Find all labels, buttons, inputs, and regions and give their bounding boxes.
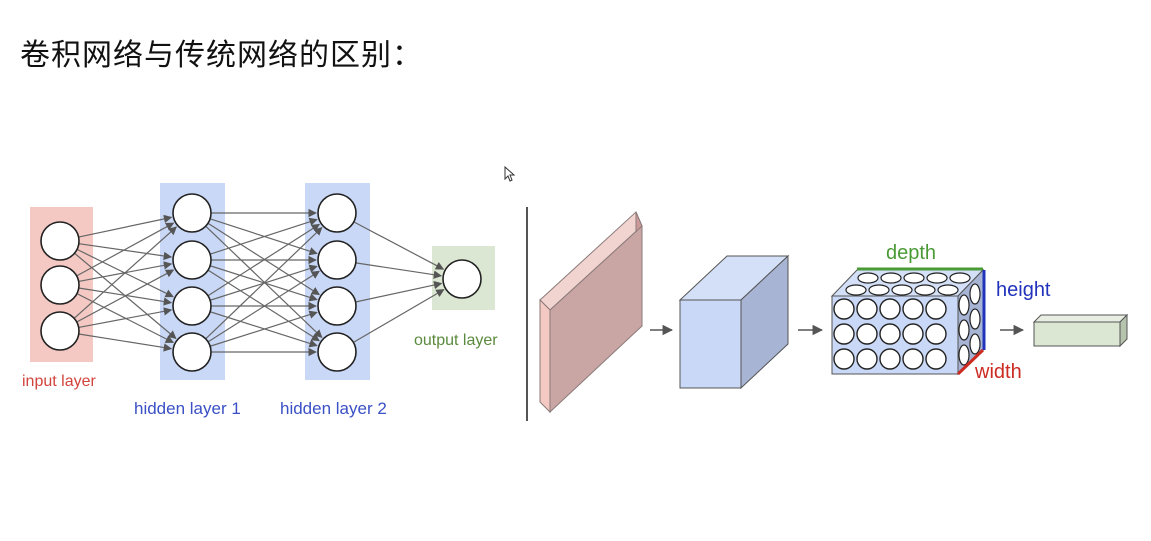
volume-neuron <box>925 348 947 370</box>
volume-neuron <box>879 323 901 345</box>
volume-neuron <box>902 323 924 345</box>
volume-neuron-top <box>937 284 959 296</box>
volume-neuron <box>856 348 878 370</box>
connection <box>355 280 443 303</box>
hidden2-neuron <box>317 240 357 280</box>
volume-neuron <box>833 298 855 320</box>
volume-neuron-side <box>969 333 981 355</box>
neural-network-diagram: input layer hidden layer 1 hidden layer … <box>22 183 498 418</box>
hidden-volume-cube <box>678 254 790 390</box>
connection <box>207 270 320 343</box>
connection-lines <box>73 208 445 357</box>
volume-neuron-top <box>868 284 890 296</box>
volume-neuron-top <box>949 272 971 284</box>
connection <box>78 287 173 306</box>
volume-neuron <box>856 323 878 345</box>
input-volume <box>539 211 643 414</box>
input-layer-label: input layer <box>22 373 96 390</box>
volume-neuron <box>925 298 947 320</box>
hidden2-neuron <box>317 286 357 326</box>
connection <box>353 289 445 343</box>
volume-neuron-side <box>958 319 970 341</box>
hidden1-neuron <box>172 193 212 233</box>
volume-neuron-top <box>857 272 879 284</box>
connection <box>73 226 177 319</box>
volume-neuron-side <box>958 344 970 366</box>
connection <box>205 226 323 340</box>
connection <box>355 262 443 279</box>
hidden-layer-1-label: hidden layer 1 <box>134 399 241 418</box>
connection <box>76 269 175 323</box>
connection <box>78 214 173 238</box>
volume-neuron-side <box>958 294 970 316</box>
volume-neuron <box>879 348 901 370</box>
neurons <box>40 193 482 372</box>
width-label: width <box>974 361 1022 383</box>
hidden2-neuron <box>317 332 357 372</box>
connection <box>353 221 445 270</box>
output-vector <box>1032 313 1129 348</box>
mouse-cursor-icon <box>504 165 516 182</box>
volume-neuron-top <box>880 272 902 284</box>
volume-neuron <box>925 323 947 345</box>
volume-neuron-top <box>845 284 867 296</box>
hidden2-neuron <box>317 193 357 233</box>
volume-neuron-top <box>891 284 913 296</box>
hidden1-neuron <box>172 240 212 280</box>
volume-neuron <box>902 298 924 320</box>
volume-neuron-side <box>969 308 981 330</box>
input-neuron <box>40 265 80 305</box>
volume-neuron <box>879 298 901 320</box>
connection <box>205 225 323 339</box>
volume-neuron <box>833 323 855 345</box>
volume-neuron-top <box>926 272 948 284</box>
depth-label: depth <box>886 242 936 264</box>
volume-neuron-top <box>903 272 925 284</box>
connection <box>209 217 318 255</box>
output-layer-label: output layer <box>414 332 498 349</box>
connection <box>76 222 175 277</box>
volume-neuron <box>856 298 878 320</box>
connection <box>78 243 173 261</box>
page-title: 卷积网络与传统网络的区别： <box>20 38 423 73</box>
input-neuron <box>40 221 80 261</box>
hidden1-neuron <box>172 332 212 372</box>
input-neuron <box>40 311 80 351</box>
height-label: height <box>996 279 1051 301</box>
connection <box>207 223 321 297</box>
width-edge <box>956 348 985 376</box>
hidden-layer-2-label: hidden layer 2 <box>280 399 387 418</box>
volume-neurons <box>833 272 981 370</box>
volume-neuron <box>902 348 924 370</box>
connection <box>78 307 173 329</box>
neuron-volume <box>830 267 986 376</box>
volume-neuron-top <box>914 284 936 296</box>
volume-neuron-side <box>969 283 981 305</box>
connection <box>78 333 173 352</box>
output-neuron <box>442 259 482 299</box>
cnn-diagram: depth height width <box>539 211 1129 414</box>
connection <box>209 310 318 347</box>
hidden1-neuron <box>172 286 212 326</box>
volume-neuron <box>833 348 855 370</box>
